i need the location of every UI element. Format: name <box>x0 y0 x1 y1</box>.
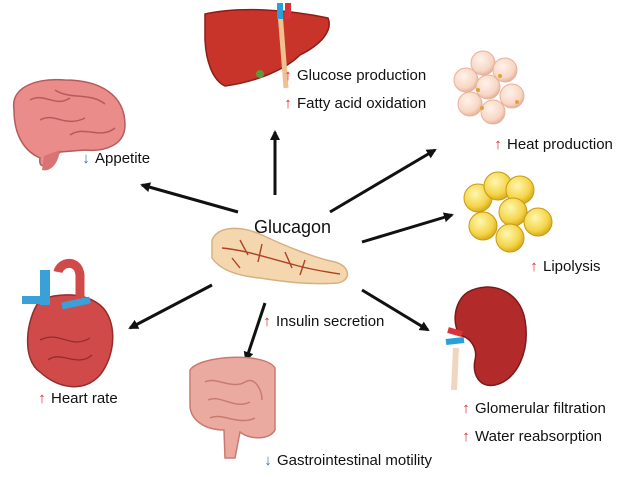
arrow-to-intestine <box>243 302 267 362</box>
effect-kidney-glomerular-filtration: ↑ Glomerular filtration <box>460 400 606 418</box>
up-arrow-icon: ↑ <box>494 136 502 153</box>
up-arrow-icon: ↑ <box>38 390 46 407</box>
effect-white-fat-lipolysis: ↑ Lipolysis <box>528 258 601 276</box>
effect-label: Heat production <box>507 136 613 153</box>
arrow-to-brown-fat <box>329 148 437 214</box>
effect-kidney-water-reabsorption: ↑ Water reabsorption <box>460 428 602 446</box>
kidney-icon <box>445 286 527 391</box>
effect-label: Water reabsorption <box>475 428 603 445</box>
up-arrow-icon: ↑ <box>284 95 292 112</box>
effect-label: Glomerular filtration <box>475 400 606 417</box>
effect-brain-appetite: ↓ Appetite <box>80 150 150 168</box>
effect-intestine-gastrointestinal-motility: ↓ Gastrointestinal motility <box>262 452 432 470</box>
effect-label: Glucose production <box>297 67 427 84</box>
arrow-to-heart <box>128 283 213 330</box>
effect-arrows <box>128 130 454 362</box>
liver-icon <box>204 3 330 89</box>
arrow-to-kidney <box>361 288 430 332</box>
brain-icon <box>13 78 126 171</box>
effect-heart-rate: ↑ Heart rate <box>36 390 118 408</box>
up-arrow-icon: ↑ <box>284 67 292 84</box>
effect-liver-fatty-acid-oxidation: ↑ Fatty acid oxidation <box>282 95 426 113</box>
effect-label: Gastrointestinal motility <box>277 452 433 469</box>
up-arrow-icon: ↑ <box>462 428 470 445</box>
brown-adipocytes-icon <box>453 50 525 125</box>
effect-label: Insulin secretion <box>276 313 385 330</box>
effect-brown-fat-heat-production: ↑ Heat production <box>492 136 613 154</box>
up-arrow-icon: ↑ <box>530 258 538 275</box>
center-label: Glucagon <box>254 217 332 237</box>
up-arrow-icon: ↑ <box>462 400 470 417</box>
intestine-icon <box>189 356 276 459</box>
down-arrow-icon: ↓ <box>264 452 272 469</box>
heart-icon <box>22 258 114 388</box>
effect-label: Fatty acid oxidation <box>297 95 427 112</box>
arrow-to-white-fat <box>361 212 454 244</box>
effect-label: Heart rate <box>51 390 118 407</box>
arrow-to-brain <box>140 182 239 214</box>
white-adipocytes-icon <box>463 171 553 253</box>
down-arrow-icon: ↓ <box>82 150 90 167</box>
up-arrow-icon: ↑ <box>263 313 271 330</box>
effect-label: Appetite <box>95 150 151 167</box>
pancreas-icon <box>211 227 349 285</box>
effect-liver-glucose-production: ↑ Glucose production <box>282 67 426 85</box>
effect-label: Lipolysis <box>543 258 601 275</box>
effect-pancreas-insulin-secretion: ↑ Insulin secretion <box>261 313 384 331</box>
